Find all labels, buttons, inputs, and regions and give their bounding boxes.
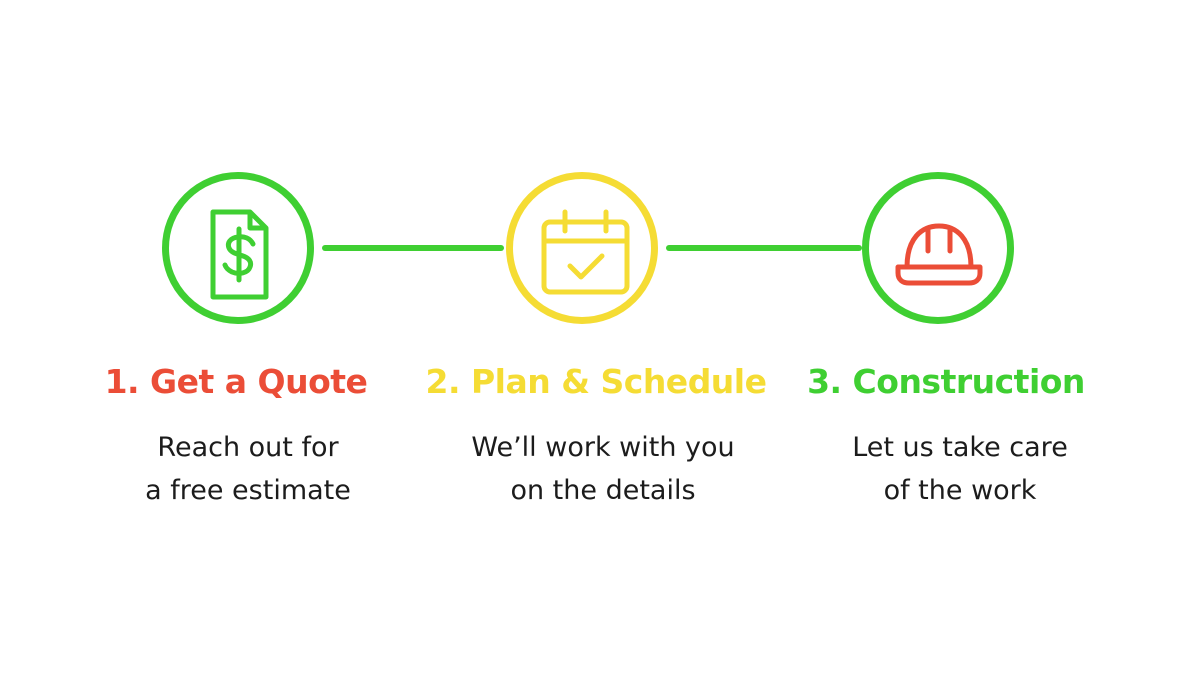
step-2-title: 2. Plan & Schedule [425,362,767,401]
step-3-description-line-2: of the work [883,475,1037,506]
connector-line-2-3 [666,245,862,251]
step-2-description-line-2: on the details [510,475,696,506]
hard-hat-icon [895,223,983,286]
step-2-description: We’ll work with you on the details [423,426,783,512]
dollar-document-icon [210,209,269,300]
step-3-description-line-1: Let us take care [852,432,1068,463]
step-1-description-line-1: Reach out for [157,432,339,463]
calendar-check-icon [541,209,630,295]
step-1-description: Reach out for a free estimate [68,426,428,512]
step-1-title: 1. Get a Quote [104,362,368,401]
connector-line-1-2 [322,245,504,251]
step-3-circle [862,172,1014,324]
step-1-description-line-2: a free estimate [145,475,351,506]
step-2-description-line-1: We’ll work with you [471,432,735,463]
step-1-circle [162,172,314,324]
step-3-title: 3. Construction [807,362,1085,401]
step-2-circle [506,172,658,324]
step-3-description: Let us take care of the work [780,426,1140,512]
